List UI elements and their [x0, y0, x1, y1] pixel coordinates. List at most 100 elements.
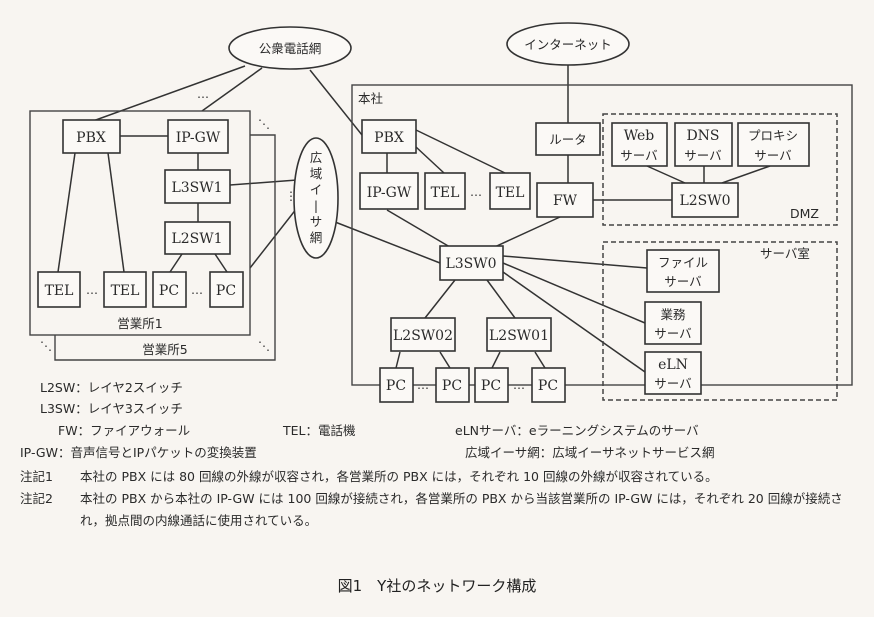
wan-cloud: 広 域 イ | サ 網 ⋮	[285, 137, 339, 259]
svg-text:プロキシ: プロキシ	[748, 128, 798, 143]
svg-text:サーバ: サーバ	[654, 376, 691, 391]
svg-text:L2SW1: L2SW1	[171, 231, 222, 247]
svg-text:公衆電話網: 公衆電話網	[259, 41, 322, 56]
branch-tel-2: TEL	[103, 271, 147, 308]
link-pstn-branch-pbx	[92, 65, 246, 122]
svg-text:L2SW02: L2SW02	[393, 328, 453, 344]
svg-text:ファイル: ファイル	[658, 255, 708, 270]
svg-text:PBX: PBX	[76, 130, 106, 146]
legend-item: L2SW：レイヤ2スイッチ	[40, 380, 183, 395]
branch-tel-1: TEL	[37, 271, 81, 308]
svg-text:eLN: eLN	[658, 357, 688, 373]
link-fw-l3sw0	[487, 216, 561, 251]
link-l3sw0-gyomu	[502, 262, 646, 324]
l2sw01: L2SW01	[486, 317, 552, 352]
branch-pc-1: PC	[152, 271, 187, 308]
legend-item: TEL：電話機	[283, 423, 356, 438]
link-hq-pbx-tel2	[415, 129, 506, 174]
link-l2sw02-pc1	[395, 351, 401, 369]
router: ルータ	[535, 122, 601, 156]
hq-ip-gw: IP-GW	[359, 172, 419, 210]
svg-text:サ: サ	[310, 214, 323, 229]
svg-text:ルータ: ルータ	[549, 132, 587, 147]
ellipsis: …	[86, 283, 98, 297]
svg-text:サーバ: サーバ	[754, 148, 791, 163]
link-l2sw01-pc2	[534, 351, 546, 369]
svg-text:PC: PC	[481, 378, 501, 394]
link-web-l2sw0	[646, 165, 686, 184]
svg-text:サーバ: サーバ	[654, 326, 691, 341]
link-l3sw0-file	[502, 255, 648, 269]
legend-item: eLNサーバ：eラーニングシステムのサーバ	[455, 423, 699, 438]
ellipsis: …	[191, 283, 203, 297]
svg-text:インターネット: インターネット	[524, 37, 612, 52]
link-proxy-l2sw0	[721, 165, 771, 184]
legend-item: L3SW：レイヤ3スイッチ	[40, 401, 183, 416]
legend-item: FW：ファイアウォール	[58, 423, 191, 438]
branch-office-5: 営業所5 ⋱ ⋱ ⋱ …	[40, 87, 276, 361]
branch-pc-2: PC	[209, 271, 244, 308]
stack-ellipsis: ⋱	[40, 339, 52, 353]
server-room-label: サーバ室	[760, 246, 810, 261]
file-server: ファイル サーバ	[646, 249, 720, 293]
note-1: 注記1 本社の PBX には 80 回線の外線が収容され，各営業所の PBX に…	[20, 469, 718, 484]
link-branch-l3sw-wan	[229, 179, 298, 186]
link-branch5-wan	[249, 207, 298, 269]
svg-text:サーバ: サーバ	[620, 148, 657, 163]
svg-text:|: |	[314, 198, 318, 213]
legend-item: 広域イーサ網：広域イーサネットサービス網	[465, 445, 715, 460]
svg-text:L3SW0: L3SW0	[445, 256, 496, 272]
business-server: 業務 サーバ	[644, 301, 702, 345]
l3sw0: L3SW0	[439, 245, 504, 281]
svg-text:TEL: TEL	[431, 185, 460, 201]
svg-text:Web: Web	[624, 128, 655, 144]
svg-text:サーバ: サーバ	[664, 274, 701, 289]
branch-1-label: 営業所1	[117, 316, 162, 331]
svg-text:IP-GW: IP-GW	[176, 130, 221, 146]
link-branch-pbx-tel1	[57, 152, 76, 273]
svg-text:FW: FW	[553, 193, 578, 209]
network-diagram: 営業所5 ⋱ ⋱ ⋱ … 営業所1 PBX IP-GW L3SW1 L2SW1 …	[29, 22, 853, 403]
proxy-server: プロキシ サーバ	[737, 122, 810, 167]
branch-l2sw1: L2SW1	[164, 221, 231, 255]
svg-text:IP-GW: IP-GW	[367, 185, 412, 201]
ellipsis: …	[417, 378, 429, 392]
hq-pc-3: PC	[474, 367, 509, 403]
ellipsis: ⋮	[285, 189, 297, 203]
branch-ip-gw: IP-GW	[167, 119, 229, 154]
svg-text:PC: PC	[538, 378, 558, 394]
hq-tel-1: TEL	[424, 172, 466, 210]
links	[57, 48, 771, 373]
svg-text:PC: PC	[159, 283, 179, 299]
ellipsis: …	[470, 185, 482, 199]
branch-office-1: 営業所1 PBX IP-GW L3SW1 L2SW1 TEL … TEL PC	[29, 110, 251, 336]
hq-pc-1: PC	[379, 367, 414, 403]
eln-server: eLN サーバ	[644, 351, 702, 395]
svg-text:業務: 業務	[660, 307, 686, 322]
svg-text:L2SW01: L2SW01	[489, 328, 549, 344]
server-room-zone: サーバ室 ファイル サーバ 業務 サーバ eLN サーバ	[602, 241, 838, 401]
hq-pbx: PBX	[361, 119, 417, 154]
svg-text:イ: イ	[310, 182, 323, 197]
svg-text:PC: PC	[216, 283, 236, 299]
svg-text:域: 域	[310, 166, 323, 181]
svg-text:サーバ: サーバ	[684, 148, 721, 163]
ellipsis: …	[513, 378, 525, 392]
internet-cloud: インターネット	[506, 22, 630, 66]
hq-pc-4: PC	[531, 367, 566, 403]
stack-ellipsis: ⋱	[258, 117, 270, 131]
svg-text:L3SW1: L3SW1	[171, 180, 222, 196]
link-l3sw0-l2sw01	[486, 279, 516, 319]
svg-text:TEL: TEL	[111, 283, 140, 299]
hq-tel-2: TEL	[489, 172, 531, 210]
svg-text:PC: PC	[442, 378, 462, 394]
link-l3sw0-l2sw02	[424, 279, 456, 319]
hq-pc-2: PC	[435, 367, 470, 403]
web-server: Web サーバ	[611, 122, 668, 167]
svg-text:PBX: PBX	[374, 130, 404, 146]
link-hq-ipgw-l3sw0	[386, 209, 456, 251]
l2sw02: L2SW02	[390, 317, 456, 352]
svg-text:PC: PC	[386, 378, 406, 394]
hq-label: 本社	[358, 91, 383, 106]
dmz-zone: DMZ Web サーバ DNS サーバ プロキシ サーバ L2SW0	[602, 113, 838, 226]
